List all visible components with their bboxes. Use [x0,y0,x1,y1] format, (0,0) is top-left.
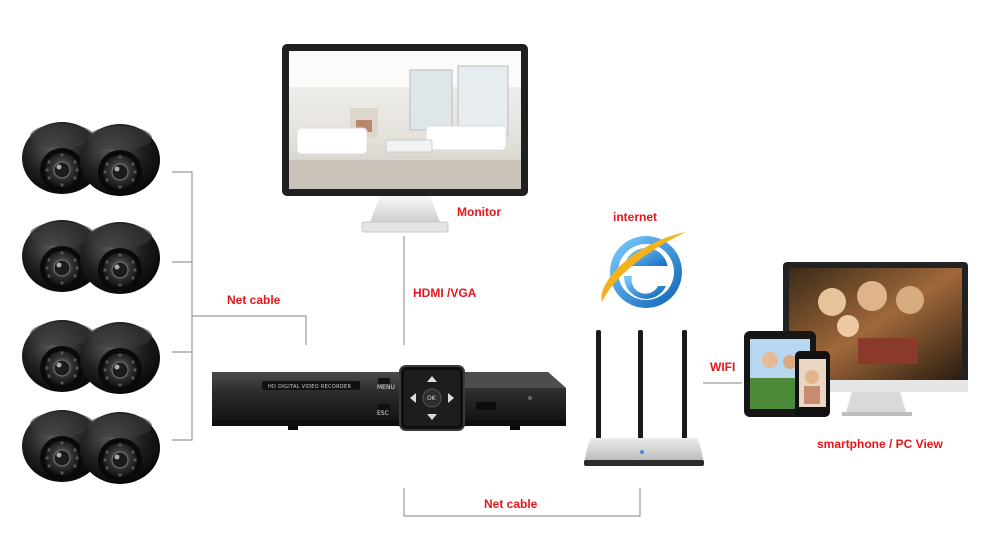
hdmi-vga-label: HDMI /VGA [413,286,477,300]
dome-camera-icon [79,411,161,485]
net-cable-line-bottom [403,488,641,517]
dvr-recorder-icon: HD DIGITAL VIDEO RECORDER OK MENU ESC [212,365,566,431]
dome-camera-icon [79,221,161,295]
dvr-ok-button[interactable]: OK [427,395,437,402]
dome-camera-icon [79,123,161,197]
net-cable-line-left [192,315,307,345]
net-cable-label-bottom: Net cable [484,497,538,511]
monitor-icon [282,44,528,233]
internet-explorer-icon [601,232,686,308]
net-cable-label-left: Net cable [227,293,281,307]
smartphone-pc-view-label: smartphone / PC View [817,437,943,451]
internet-label: internet [613,210,658,224]
dome-camera-icon [79,321,161,395]
camera-group [21,121,161,485]
camera-bus-line [172,171,193,441]
dvr-model-text: HD DIGITAL VIDEO RECORDER [268,384,352,390]
wifi-router-icon [584,330,704,466]
smartphone-icon [795,351,830,417]
wifi-label: WIFI [710,360,736,374]
dvr-menu-button[interactable]: MENU [377,384,395,391]
dvr-esc-button[interactable]: ESC [377,410,389,417]
connection-lines [172,171,742,517]
monitor-label: Monitor [457,205,501,219]
